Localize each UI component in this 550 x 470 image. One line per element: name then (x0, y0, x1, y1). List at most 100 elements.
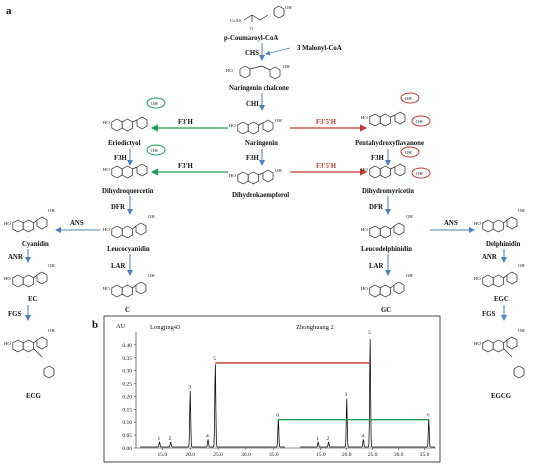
y-tick-label: 0.10 (122, 420, 132, 426)
peak-label: 1 (158, 436, 161, 442)
f3ph-label-1: F3'H (178, 119, 193, 126)
sample-label-zhonghuang: Zhonghuang 2 (296, 324, 334, 331)
dhm-oh-label-1: OH (405, 150, 412, 155)
gallocatechin-label: GC (381, 307, 391, 314)
peak-label: 4 (361, 433, 364, 439)
p-coumaroyl-coa-structure: CoAS O OH (230, 5, 292, 31)
egcg-oh-label: OH (518, 328, 525, 333)
chs-label: CHS (245, 50, 259, 57)
peak-label: 1 (316, 436, 319, 442)
eriodictyol-oh-highlight (146, 97, 166, 109)
malonyl-arrow (265, 47, 291, 56)
fgs-label-right: FGS (482, 311, 495, 318)
leucodelphinidin-label: Leucodelphinidin (361, 246, 412, 253)
eriodictyol-oh-label: OH (151, 101, 158, 106)
egc-label: EGC (494, 296, 509, 303)
eriodictyol-structure (111, 116, 148, 132)
panel-label-a: a (6, 5, 12, 17)
chromatogram-trace (140, 364, 285, 448)
penta-oh-highlight-1 (400, 92, 420, 104)
egc-ho-label: HO (474, 276, 481, 281)
ans-label-right: ANS (444, 220, 458, 227)
coa-label: CoAS (230, 18, 242, 23)
ec-ho-label: HO (4, 276, 11, 281)
catechin-structure (111, 281, 147, 298)
f3h-label-right: F3H (371, 155, 385, 162)
y-tick-label: 0.05 (122, 433, 132, 439)
p-coumaroyl-coa-label: p-Coumaroyl-CoA (224, 35, 278, 42)
dhm-oh-highlight-2 (411, 167, 431, 179)
gc-oh-label: OH (406, 273, 413, 278)
ec-oh-label: OH (48, 263, 55, 268)
y-axis-label: AU (116, 323, 126, 330)
peak-label: 3 (345, 392, 348, 398)
fgs-label-left: FGS (8, 311, 21, 318)
chi-label: CHI (246, 101, 259, 108)
f35h-label-2: F3'5'H (316, 163, 337, 170)
egcg-ho-label: HO (474, 341, 481, 346)
naringenin-oh-label: OH (275, 118, 282, 123)
penta-oh-highlight-2 (411, 115, 431, 127)
naringenin-structure (237, 119, 274, 135)
oh-label: OH (285, 5, 292, 10)
y-tick-label: 0.35 (122, 356, 132, 362)
gallocatechin-structure (369, 281, 405, 298)
peak-label: 6 (427, 413, 430, 419)
malonyl-label: 3 Malonyl-CoA (297, 45, 342, 52)
y-tick-label: 0.30 (122, 369, 132, 375)
dihydrokaempferol-structure (237, 169, 274, 185)
y-tick-label: 0.15 (122, 407, 132, 413)
egc-oh-label: OH (518, 263, 525, 268)
f35h-label-1: F3'5'H (316, 119, 337, 126)
ec-structure (12, 271, 48, 288)
dhm-oh-label-2: OH (416, 171, 423, 176)
x-tick-label: 30.0 (394, 452, 404, 458)
leucodelphinidin-structure (369, 222, 405, 239)
y-tick-label: 0.25 (122, 382, 132, 388)
chalcone-ho-label: HO (226, 68, 233, 73)
cyanidin-structure (12, 216, 48, 233)
ecg-oh-label: OH (48, 328, 55, 333)
lar-label-right: LAR (369, 263, 383, 270)
dhk-ho-label: HO (229, 173, 236, 178)
gc-ho-label: HO (361, 286, 368, 291)
oxo-label: O (250, 26, 254, 31)
lar-label-left: LAR (111, 263, 125, 270)
y-tick-label: 0.00 (122, 446, 132, 452)
dhk-oh-label: OH (275, 168, 282, 173)
eriodictyol-ho-label: HO (103, 120, 110, 125)
penta-ho-label: HO (361, 115, 368, 120)
naringenin-label: Naringenin (245, 140, 278, 147)
peak-label: 2 (327, 436, 330, 442)
eriodictyol-label: Eriodictyol (108, 140, 141, 147)
ecg-label: ECG (26, 393, 41, 400)
cyanidin-label: Cyanidin (22, 241, 49, 248)
x-tick-label: 35.0 (420, 452, 430, 458)
chromatogram-trace (300, 339, 435, 448)
chromatogram-frame (103, 315, 441, 463)
leucodelphinidin-oh-label: OH (406, 214, 413, 219)
peak-label: 6 (276, 413, 279, 419)
leucocyanidin-label: Leucocyanidin (107, 246, 150, 253)
f3ph-label-2: F3'H (178, 163, 193, 170)
naringenin-chalcone-label: Naringenin chalcone (229, 85, 289, 92)
cyanidin-oh-label: OH (48, 208, 55, 213)
anr-label-right: ANR (482, 254, 497, 261)
delphinidin-label: Delphinidin (486, 241, 521, 248)
x-tick-label: 20.0 (185, 452, 195, 458)
x-tick-label: 25.0 (213, 452, 223, 458)
x-tick-label: 30.0 (241, 452, 251, 458)
delphinidin-oh-label: OH (518, 208, 525, 213)
dihydroquercetin-label: Dihydroquercetin (102, 188, 154, 195)
egcg-structure (482, 336, 525, 379)
f3h-label-left: F3H (114, 155, 128, 162)
ecg-structure (12, 336, 55, 379)
egcg-label: EGCG (491, 393, 512, 400)
naringenin-ho-label: HO (229, 123, 236, 128)
leucocyanidin-ho-label: HO (103, 227, 110, 232)
ec-label: EC (28, 296, 38, 303)
y-tick-label: 0.40 (122, 343, 132, 349)
dhq-ho-label: HO (103, 167, 110, 172)
